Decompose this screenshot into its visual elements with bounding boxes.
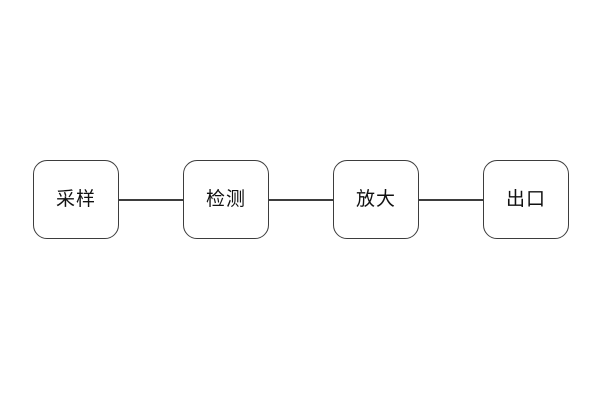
connector-line-3 bbox=[419, 198, 483, 201]
flow-node-detection: 检测 bbox=[183, 160, 269, 239]
flow-node-amplification-label: 放大 bbox=[355, 189, 396, 210]
flow-node-detection-label: 检测 bbox=[205, 189, 246, 210]
flowchart-row: 采样 检测 放大 出口 bbox=[33, 159, 569, 240]
flow-node-amplification: 放大 bbox=[333, 160, 419, 239]
connector-line-2 bbox=[269, 198, 333, 201]
flow-node-sampling: 采样 bbox=[33, 160, 119, 239]
flow-node-output-label: 出口 bbox=[505, 189, 546, 210]
connector-line-1 bbox=[119, 198, 183, 201]
flow-node-output: 出口 bbox=[483, 160, 569, 239]
flow-node-sampling-label: 采样 bbox=[55, 189, 96, 210]
